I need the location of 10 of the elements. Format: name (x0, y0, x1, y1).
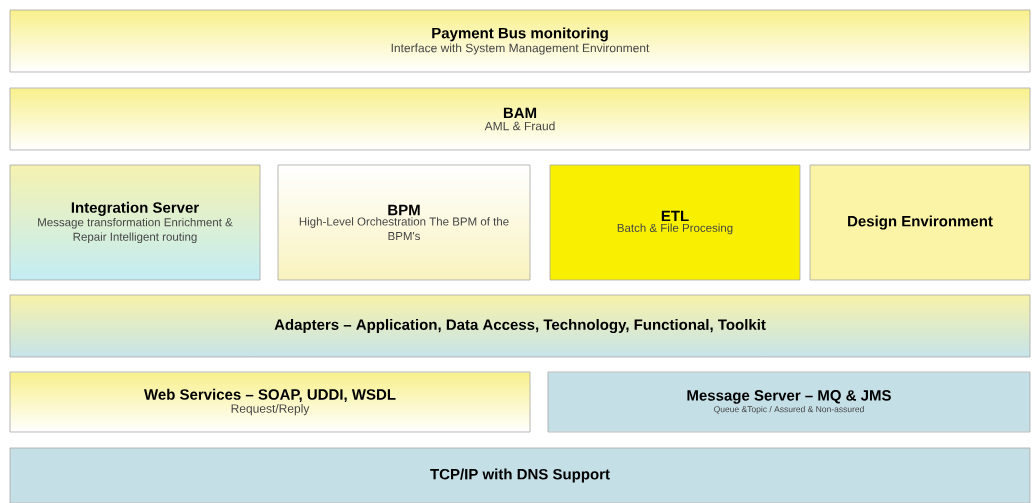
layer-box: Message Server – MQ & JMS Queue &Topic / Assured & Non-assured (547, 371, 1031, 433)
layer-box: Web Services – SOAP, UDDI, WSDL Request/Reply (9, 371, 531, 433)
layer-box: Payment Bus monitoring Interface with System Management Environment (9, 9, 1031, 73)
layer-box: Design Environment (809, 164, 1031, 281)
layer-box: BAM AML & Fraud (9, 87, 1031, 151)
layer-box: ETL Batch & File Procesing (549, 164, 801, 281)
layer-box: TCP/IP with DNS Support (9, 447, 1031, 503)
layer-box: Adapters – Application, Data Access, Technology, Functional, Toolkit (9, 294, 1031, 358)
layer-box: Integration Server Message transformation Enrichment & Repair Intelligent routing (9, 164, 261, 281)
layer-box: BPM High-Level Orchestration The BPM of the BPM's (277, 164, 531, 281)
